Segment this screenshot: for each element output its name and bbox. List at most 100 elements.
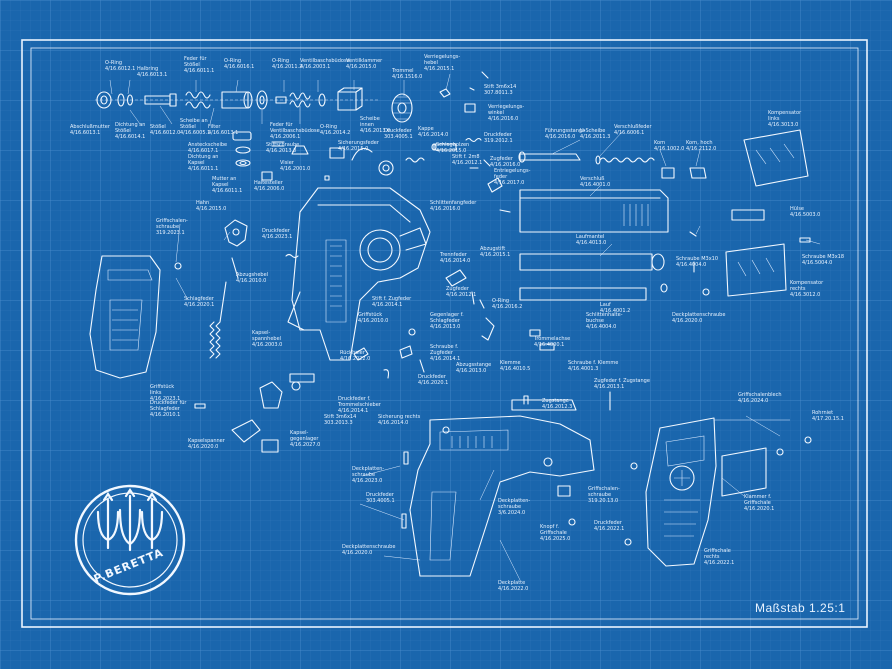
springs-left <box>194 281 315 453</box>
trident-icon <box>96 488 164 552</box>
small-parts-center <box>353 269 611 411</box>
frame-lower <box>401 395 595 577</box>
logo-outer-ring <box>74 484 186 596</box>
hammer <box>224 219 299 279</box>
leader-lines <box>109 73 821 581</box>
slide-and-barrel <box>518 151 811 301</box>
scale-label: Maßstab 1.25:1 <box>755 601 846 615</box>
compensators <box>702 129 809 297</box>
inner-frame <box>30 47 859 620</box>
frame-upper <box>287 187 431 361</box>
outer-frame <box>21 39 868 628</box>
logo-inner-ring <box>82 492 178 588</box>
